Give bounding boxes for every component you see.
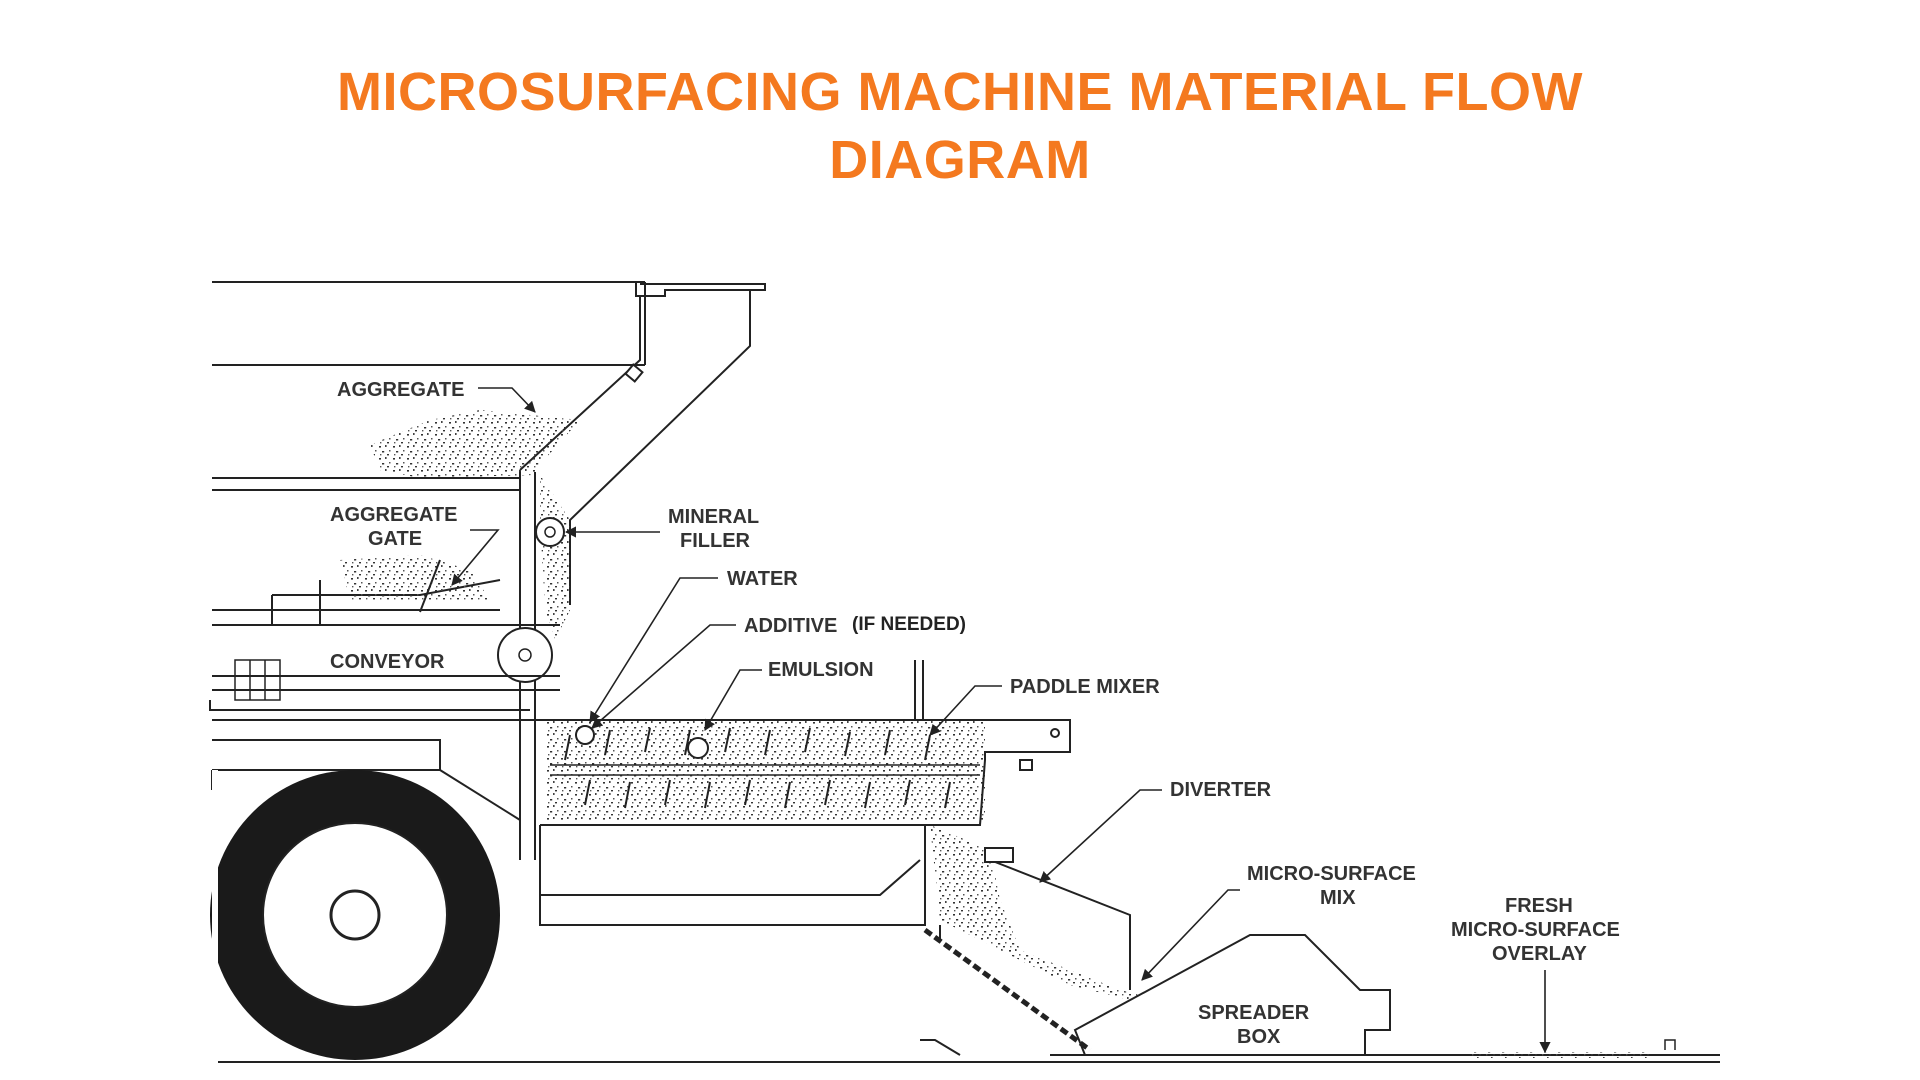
aggregate-material [370, 410, 580, 640]
truck-wheel [210, 770, 500, 1070]
label-water: WATER [727, 568, 798, 590]
label-spreader-box-line2: BOX [1237, 1026, 1281, 1048]
label-fresh-overlay-line3: OVERLAY [1492, 943, 1588, 965]
label-mineral-filler-line1: MINERAL [668, 506, 759, 528]
leader-water [589, 577, 718, 723]
label-additive: ADDITIVE [744, 615, 837, 637]
leader-additive [591, 624, 736, 729]
leader-micro-surface-mix [1141, 889, 1240, 981]
label-aggregate-gate-line1: AGGREGATE [330, 504, 457, 526]
label-micro-surface-mix-line1: MICRO-SURFACE [1247, 863, 1416, 885]
label-mineral-filler-line2: FILLER [680, 530, 751, 552]
label-diverter: DIVERTER [1170, 779, 1272, 801]
mixer-paddles [564, 725, 951, 809]
title-line-2: DIAGRAM [829, 130, 1091, 190]
label-aggregate-gate-line2: GATE [368, 528, 422, 550]
label-fresh-overlay-line2: MICRO-SURFACE [1451, 919, 1620, 941]
leader-paddle-mixer [929, 685, 1002, 736]
lower-body [211, 769, 1140, 1000]
leader-aggregate-gate [451, 529, 500, 586]
drag-chain [923, 927, 1092, 1053]
label-aggregate: AGGREGATE [337, 379, 464, 401]
paddle-mixer [540, 660, 1071, 826]
diagram-title: MICROSURFACING MACHINE MATERIAL FLOW DIA… [260, 58, 1660, 194]
leader-aggregate [478, 387, 536, 413]
label-additive-note: (IF NEEDED) [852, 614, 966, 635]
label-paddle-mixer: PADDLE MIXER [1010, 676, 1160, 698]
label-emulsion: EMULSION [768, 659, 874, 681]
title-line-1: MICROSURFACING MACHINE MATERIAL FLOW [337, 62, 1583, 122]
label-conveyor: CONVEYOR [330, 651, 445, 673]
mineral-filler-feeder [535, 517, 565, 547]
spreader-box [212, 934, 1720, 1063]
leader-diverter [1039, 789, 1162, 883]
label-micro-surface-mix-line2: MIX [1320, 887, 1356, 909]
leader-emulsion [704, 669, 762, 731]
label-spreader-box-line1: SPREADER [1198, 1002, 1310, 1024]
label-fresh-overlay-line1: FRESH [1505, 895, 1573, 917]
